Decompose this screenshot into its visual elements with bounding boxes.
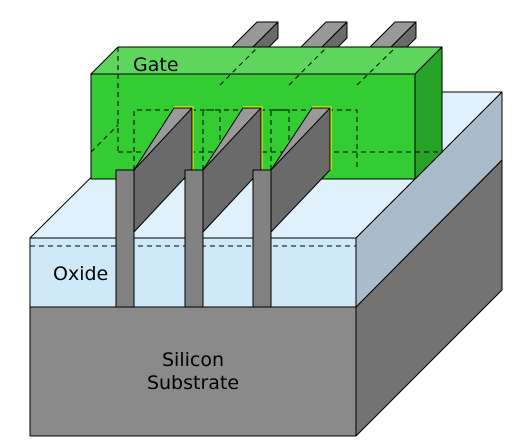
substrate-label-line1: Silicon [162,349,224,371]
substrate-label-line2: Substrate [147,372,239,394]
oxide-label: Oxide [53,263,108,285]
fin-3 [252,107,331,308]
substrate-front-face [29,306,357,437]
fin-back-tops [231,21,417,64]
gate-label: Gate [133,54,179,76]
fin-1 [115,107,193,308]
fin-2 [184,107,262,308]
